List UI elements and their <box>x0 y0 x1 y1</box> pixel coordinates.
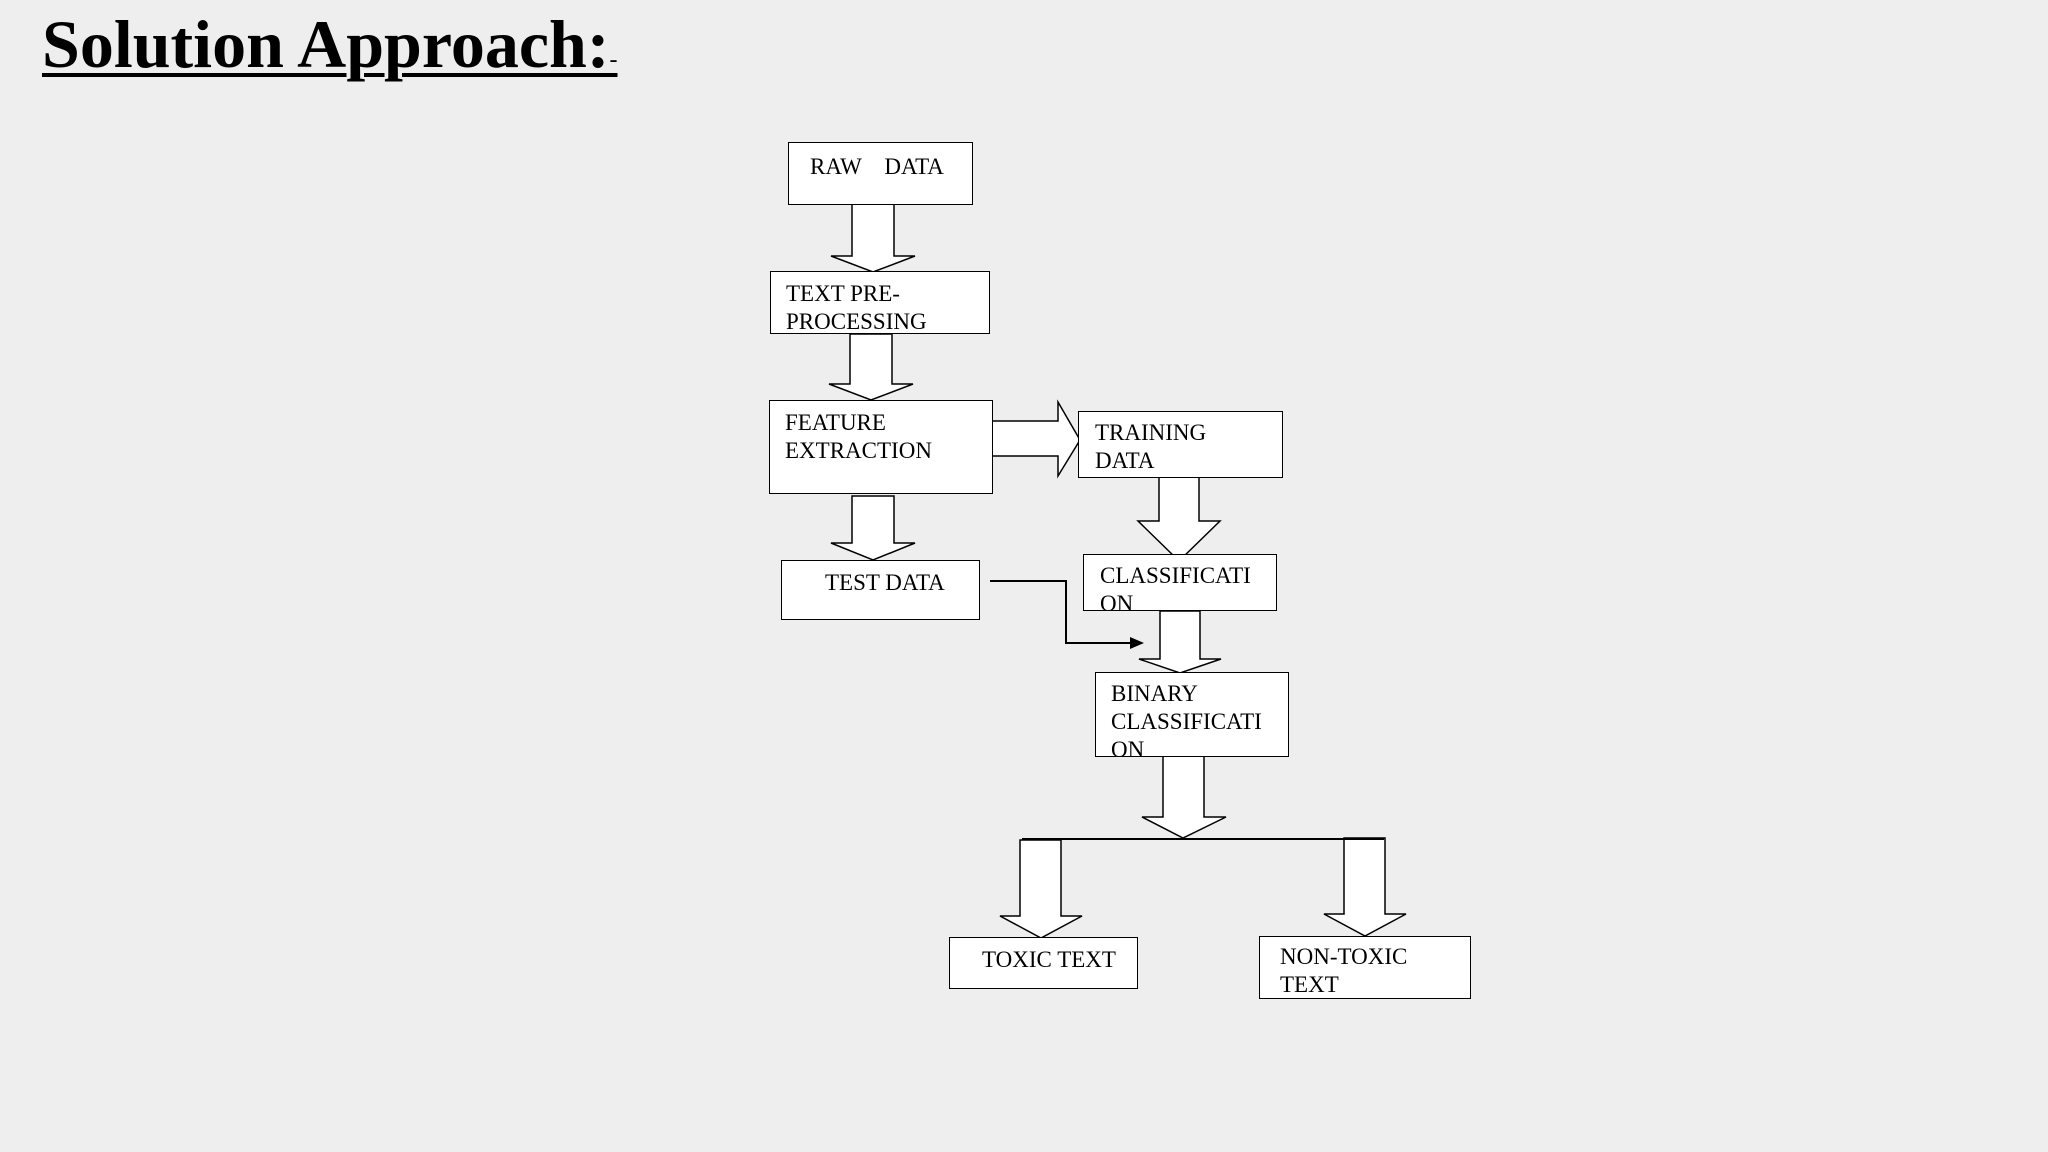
arrow-test-to-binary <box>990 580 1130 644</box>
node-feature-extraction: FEATURE EXTRACTION <box>769 400 993 494</box>
node-feature-extraction-label: FEATURE EXTRACTION <box>785 410 932 463</box>
node-toxic-text-label: TOXIC TEXT <box>982 947 1116 972</box>
arrow-preprocessing-to-feature <box>828 333 914 401</box>
slide-title: Solution Approach:- <box>42 4 617 100</box>
arrow-binary-to-split <box>1141 753 1227 839</box>
arrow-feature-to-training <box>991 399 1081 479</box>
node-test-data: TEST DATA <box>781 560 980 620</box>
arrow-classification-to-binary <box>1138 610 1222 674</box>
node-raw-data: RAW DATA <box>788 142 973 205</box>
arrow-feature-to-test <box>830 495 916 561</box>
node-classification-label: CLASSIFICATI ON <box>1100 563 1251 616</box>
node-non-toxic-text-label: NON-TOXIC TEXT <box>1280 944 1408 997</box>
node-non-toxic-text: NON-TOXIC TEXT <box>1259 936 1471 999</box>
arrow-test-to-binary-head <box>1130 637 1144 649</box>
node-test-data-label: TEST DATA <box>825 570 945 595</box>
arrow-raw-to-preprocessing <box>830 201 916 273</box>
node-training-data-label: TRAINING DATA <box>1095 420 1207 473</box>
node-toxic-text: TOXIC TEXT <box>949 937 1138 989</box>
arrow-split-to-toxic <box>999 839 1083 939</box>
node-binary-classification-label: BINARY CLASSIFICATI ON <box>1111 681 1262 762</box>
node-classification: CLASSIFICATI ON <box>1083 554 1277 616</box>
node-raw-data-label: RAW DATA <box>810 154 944 179</box>
node-training-data: TRAINING DATA <box>1078 411 1283 478</box>
arrow-training-to-classification <box>1136 473 1222 563</box>
node-text-preprocessing-label: TEXT PRE- PROCESSING <box>786 281 927 334</box>
slide-title-text: Solution Approach: <box>42 6 610 82</box>
slide-title-suffix: - <box>609 47 618 73</box>
node-text-preprocessing: TEXT PRE- PROCESSING <box>770 271 990 334</box>
node-binary-classification: BINARY CLASSIFICATI ON <box>1095 672 1289 762</box>
arrow-split-to-nontoxic <box>1323 837 1407 937</box>
